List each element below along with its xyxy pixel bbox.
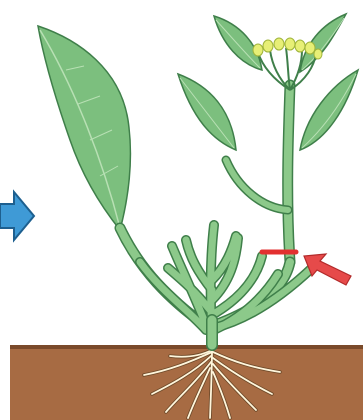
- pointer-arrow: [304, 254, 351, 285]
- blue-arrow: [0, 192, 34, 240]
- upper-leaves: [178, 14, 358, 150]
